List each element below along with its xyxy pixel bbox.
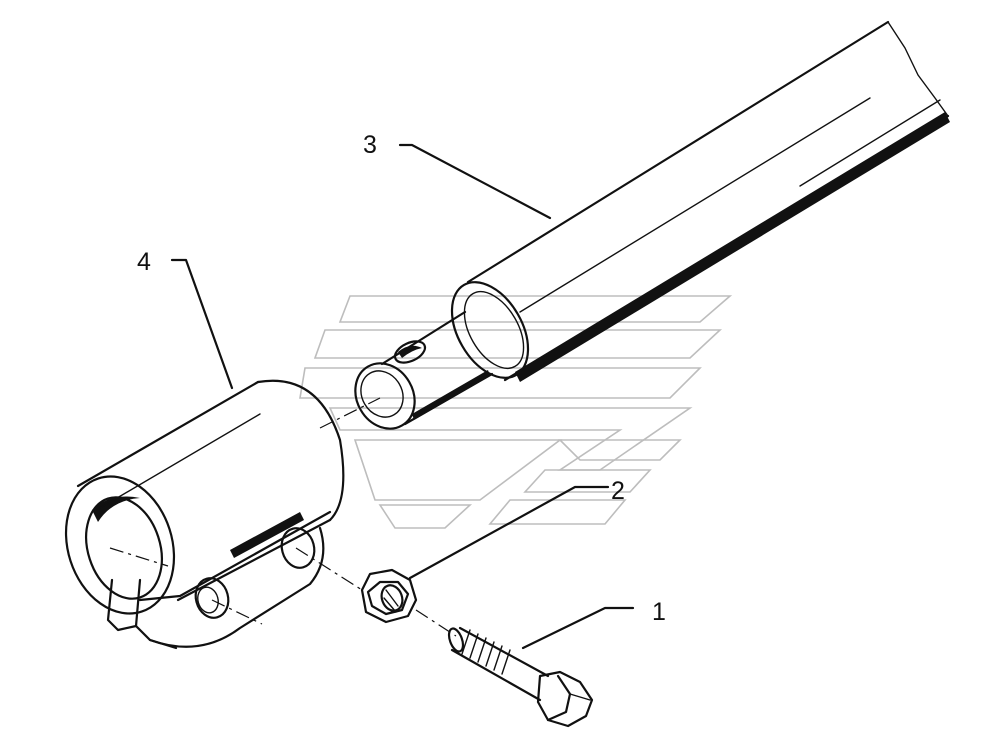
leader-line-2: [408, 485, 610, 580]
watermark-logo: [299, 295, 733, 529]
leader-line-3: [398, 143, 552, 220]
leader-lines: [170, 143, 635, 650]
callout-3: 3: [363, 131, 377, 159]
leader-line-4: [170, 258, 234, 390]
callout-4: 4: [137, 248, 151, 276]
lock-nut: [360, 568, 418, 624]
assembly-axis-lines: [109, 397, 457, 637]
callout-1: 1: [652, 598, 666, 626]
callout-labels: 1 2 3 4: [137, 131, 666, 626]
callout-2: 2: [611, 477, 625, 505]
bolt: [447, 626, 594, 728]
clamp-sleeve: [64, 379, 345, 650]
leader-line-1: [521, 606, 635, 650]
shaft-tube: [354, 20, 950, 430]
